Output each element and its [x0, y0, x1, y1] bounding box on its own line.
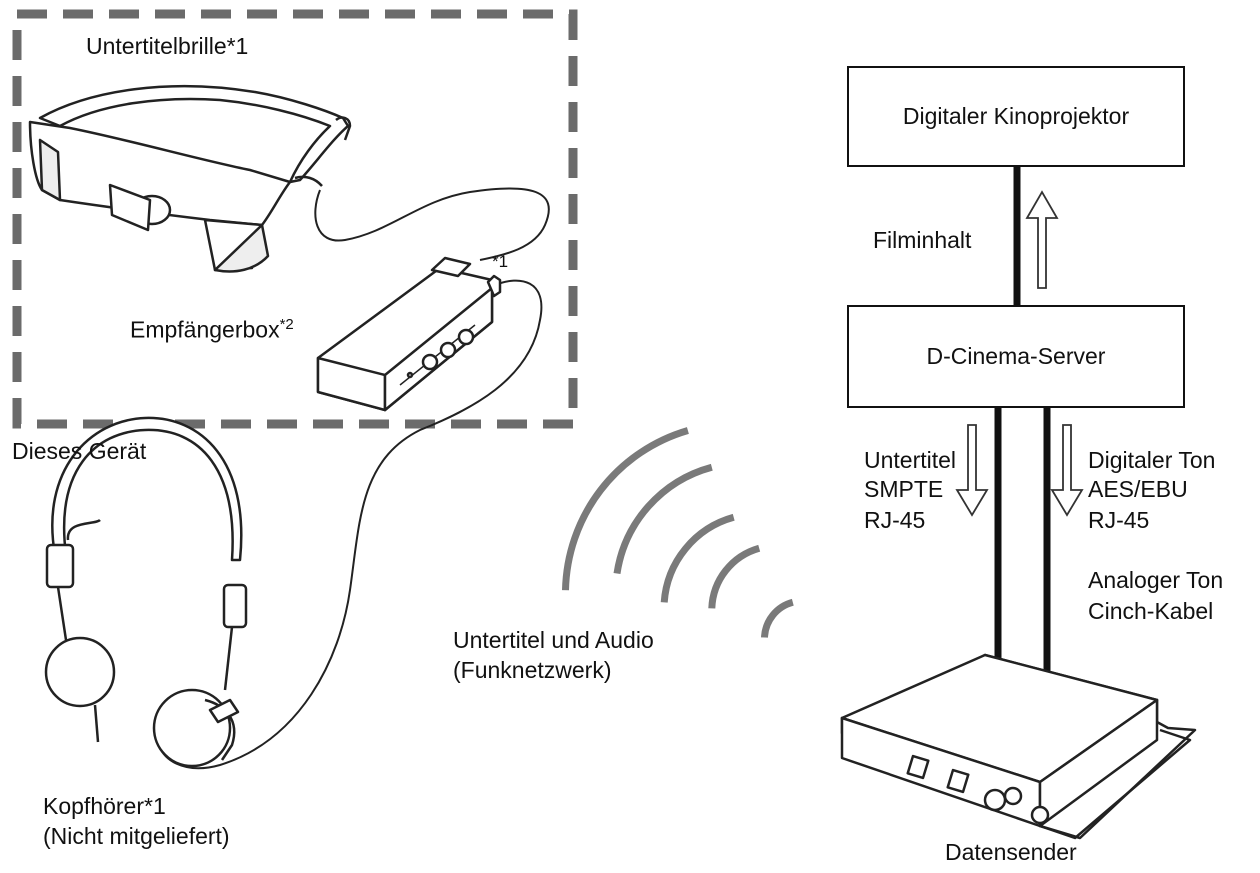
receiver-box-footnote: *2: [279, 316, 294, 333]
receiver-box-label: Empfängerbox*2: [130, 311, 294, 344]
data-transmitter-illustration: [840, 653, 1197, 840]
projector-label: Digitaler Kinoprojektor: [902, 103, 1130, 129]
server-box: D-Cinema-Server: [847, 305, 1185, 408]
server-label: D-Cinema-Server: [926, 343, 1106, 369]
projector-box: Digitaler Kinoprojektor: [847, 66, 1185, 167]
cable-footnote: *1: [492, 252, 509, 271]
analog-audio-label-line1: Analoger Ton: [1088, 567, 1224, 593]
subtitle-label-line1: Untertitel: [864, 447, 957, 473]
digital-audio-label-line2: AES/EBU: [1088, 476, 1188, 502]
transmitter-label: Datensender: [945, 839, 1077, 865]
subtitle-down-arrow: [955, 424, 989, 517]
wireless-waves: [562, 427, 794, 638]
this-device-boundary: [12, 9, 578, 429]
headphones-label-line1: Kopfhörer*1: [43, 793, 166, 819]
digital-audio-down-arrow: [1050, 424, 1084, 517]
headphones-illustration: [44, 416, 248, 768]
subtitle-label-line3: RJ-45: [864, 507, 926, 533]
signal-arrows: [955, 190, 1084, 517]
this-device-label: Dieses Gerät: [12, 438, 147, 464]
subtitle-label-line2: SMPTE: [864, 476, 944, 502]
glasses-label: Untertitelbrille*1: [86, 33, 249, 59]
receiver-box-name: Empfängerbox: [130, 316, 280, 343]
connection-lines: [994, 167, 1051, 676]
wireless-label-line2: (Funknetzwerk): [453, 657, 612, 683]
film-content-label: Filminhalt: [873, 227, 972, 253]
subtitle-glasses-illustration: [28, 84, 352, 273]
headphones-label-line2: (Nicht mitgeliefert): [43, 823, 230, 849]
cables: [157, 187, 550, 770]
digital-audio-label-line3: RJ-45: [1088, 507, 1150, 533]
digital-audio-label-line1: Digitaler Ton: [1088, 447, 1216, 473]
receiver-box-illustration: [316, 256, 502, 412]
film-content-up-arrow: [1025, 190, 1059, 289]
analog-audio-label-line2: Cinch-Kabel: [1088, 598, 1214, 624]
wireless-label-line1: Untertitel und Audio: [453, 627, 654, 653]
